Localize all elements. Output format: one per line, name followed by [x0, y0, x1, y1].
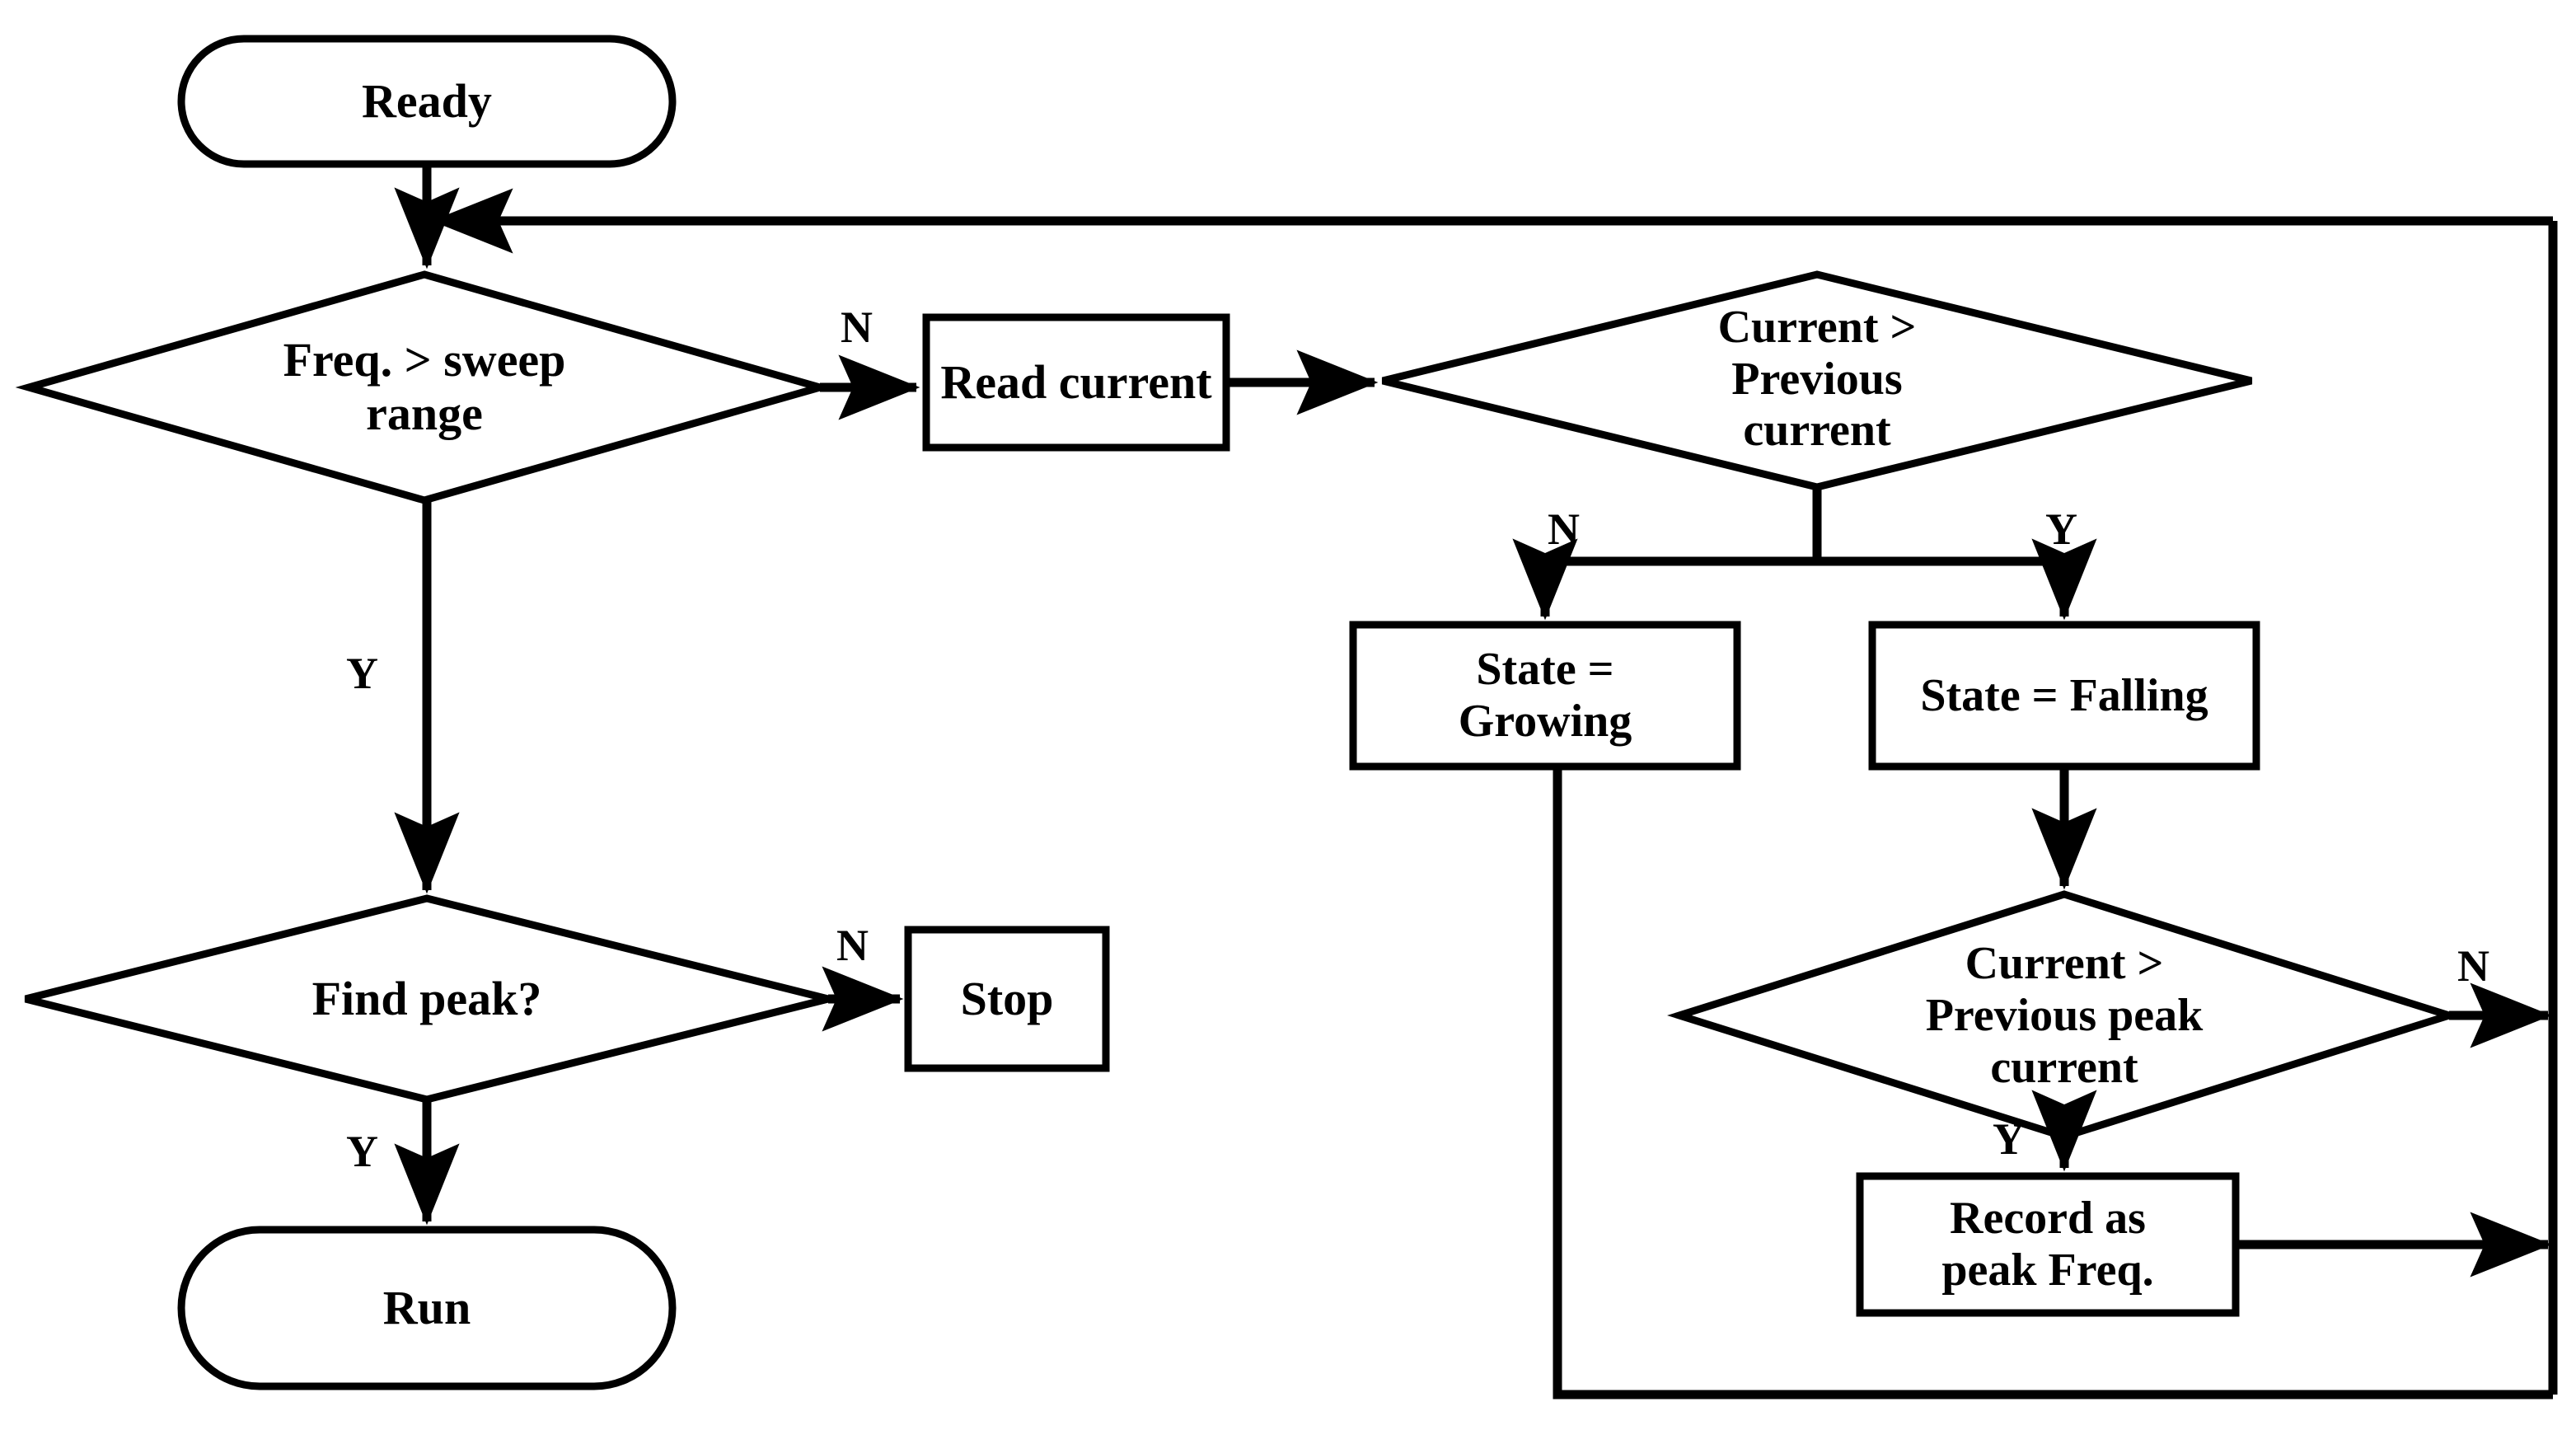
edge-label-freq-yes: Y: [346, 649, 378, 698]
edge-label-current-yes: Y: [2045, 504, 2077, 554]
edge-label-find-peak-yes: Y: [346, 1127, 378, 1176]
edge-label-find-peak-no: N: [836, 921, 869, 970]
node-shape-freq-check: [15, 270, 834, 504]
node-shape-ready: [177, 35, 677, 168]
node-shape-current-vs-peak: [1667, 890, 2461, 1141]
node-shape-run: [177, 1226, 677, 1390]
node-shape-state-growing: [1349, 621, 1741, 771]
edge-growing-to-bottom-rail: [1553, 767, 2553, 1400]
node-shape-stop: [904, 926, 1110, 1072]
node-shape-record-peak: [1856, 1172, 2240, 1317]
node-shape-read-current: [922, 313, 1230, 452]
edge-label-peak-yes: Y: [1993, 1114, 2025, 1164]
edge-label-peak-no: N: [2457, 941, 2489, 991]
node-shape-current-vs-previous: [1381, 270, 2253, 491]
edge-label-freq-no: N: [841, 302, 873, 352]
edge-label-current-no: N: [1548, 504, 1580, 554]
node-shape-find-peak: [24, 894, 830, 1104]
node-shape-state-falling: [1868, 621, 2260, 771]
